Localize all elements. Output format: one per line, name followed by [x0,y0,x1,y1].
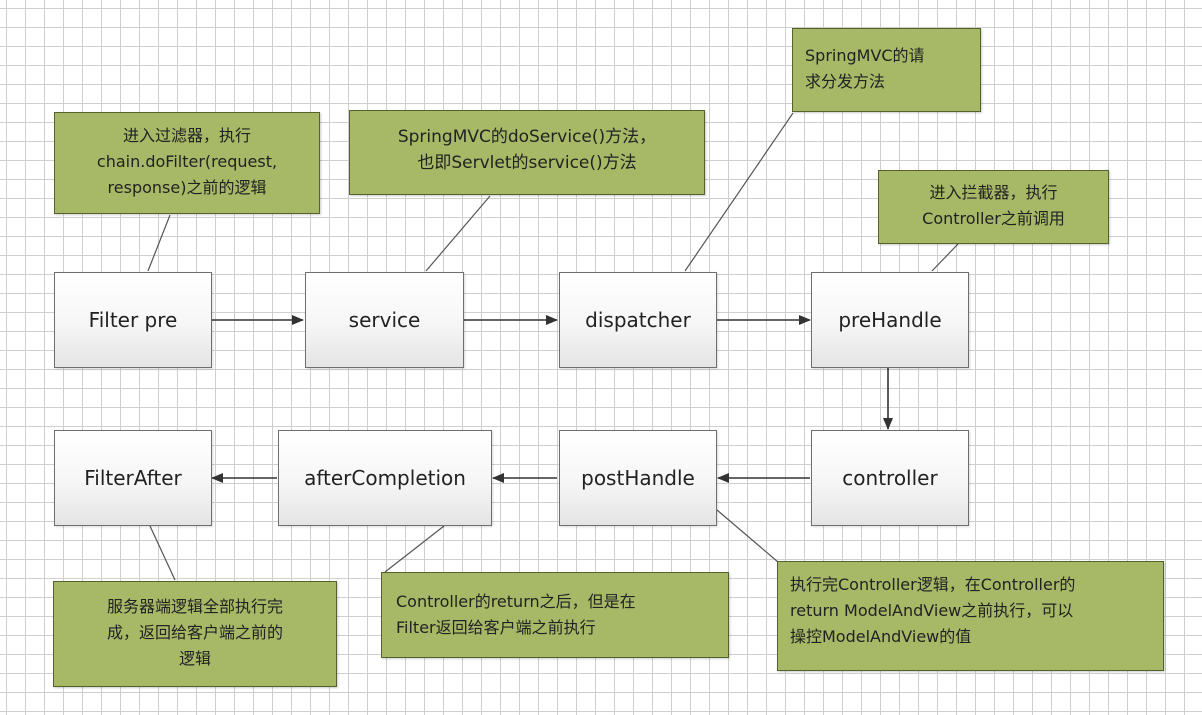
connector-note-dispatcher [684,112,794,272]
note-filterafter: 服务器端逻辑全部执行完 成，返回给客户端之前的 逻辑 [53,581,337,687]
note-service: SpringMVC的doService()方法， 也即Servlet的servi… [349,110,705,195]
node-service: service [305,272,464,368]
note-filter-pre: 进入过滤器，执行 chain.doFilter(request, respons… [54,112,320,214]
node-aftercompletion: afterCompletion [278,430,492,526]
node-prehandle: preHandle [811,272,969,368]
connector-note-aftercompletion [384,525,445,573]
note-posthandle: 执行完Controller逻辑，在Controller的 return Mode… [777,561,1164,671]
connector-note-filter-pre [147,214,171,272]
note-aftercompletion: Controller的return之后，但是在 Filter返回给客户端之前执行 [381,572,729,658]
node-controller: controller [811,430,969,526]
node-filterafter: FilterAfter [54,430,212,526]
node-posthandle: postHandle [559,430,717,526]
connector-note-filterafter [149,525,176,581]
note-dispatcher: SpringMVC的请 求分发方法 [792,28,981,112]
connector-note-prehandle [931,243,959,272]
connector-note-service [425,195,491,272]
node-dispatcher: dispatcher [559,272,717,368]
node-filter-pre: Filter pre [54,272,212,368]
note-prehandle: 进入拦截器，执行 Controller之前调用 [878,170,1109,244]
connector-note-posthandle [716,509,779,563]
